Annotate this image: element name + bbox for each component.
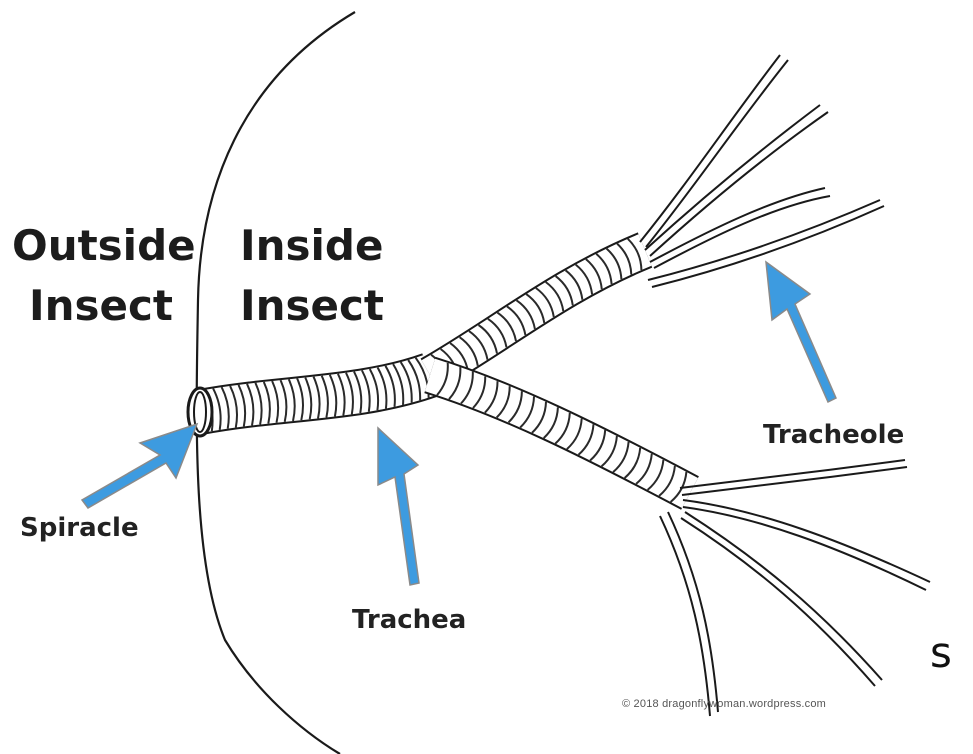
outside-insect-label: Outside Insect bbox=[12, 216, 190, 336]
lower-trachea-branch bbox=[430, 363, 690, 502]
spiracle-label: Spiracle bbox=[20, 513, 139, 543]
trachea-label: Trachea bbox=[352, 605, 466, 635]
tracheole-label: Tracheole bbox=[763, 420, 904, 450]
inside-label-line2: Insect bbox=[240, 276, 380, 336]
outside-label-line2: Insect bbox=[12, 276, 190, 336]
trachea-tube bbox=[200, 358, 430, 432]
lower-tracheoles bbox=[660, 460, 930, 716]
tracheole-arrow bbox=[766, 262, 836, 402]
partial-edge-text: s bbox=[930, 628, 952, 677]
inside-label-line1: Inside bbox=[240, 216, 380, 276]
trachea-arrow bbox=[378, 428, 419, 585]
upper-tracheoles bbox=[640, 55, 884, 287]
upper-trachea-branch bbox=[430, 239, 645, 384]
inside-insect-label: Inside Insect bbox=[240, 216, 380, 336]
copyright-notice: © 2018 dragonflywoman.wordpress.com bbox=[622, 698, 826, 710]
spiracle-arrow bbox=[82, 424, 197, 508]
outside-label-line1: Outside bbox=[12, 216, 190, 276]
